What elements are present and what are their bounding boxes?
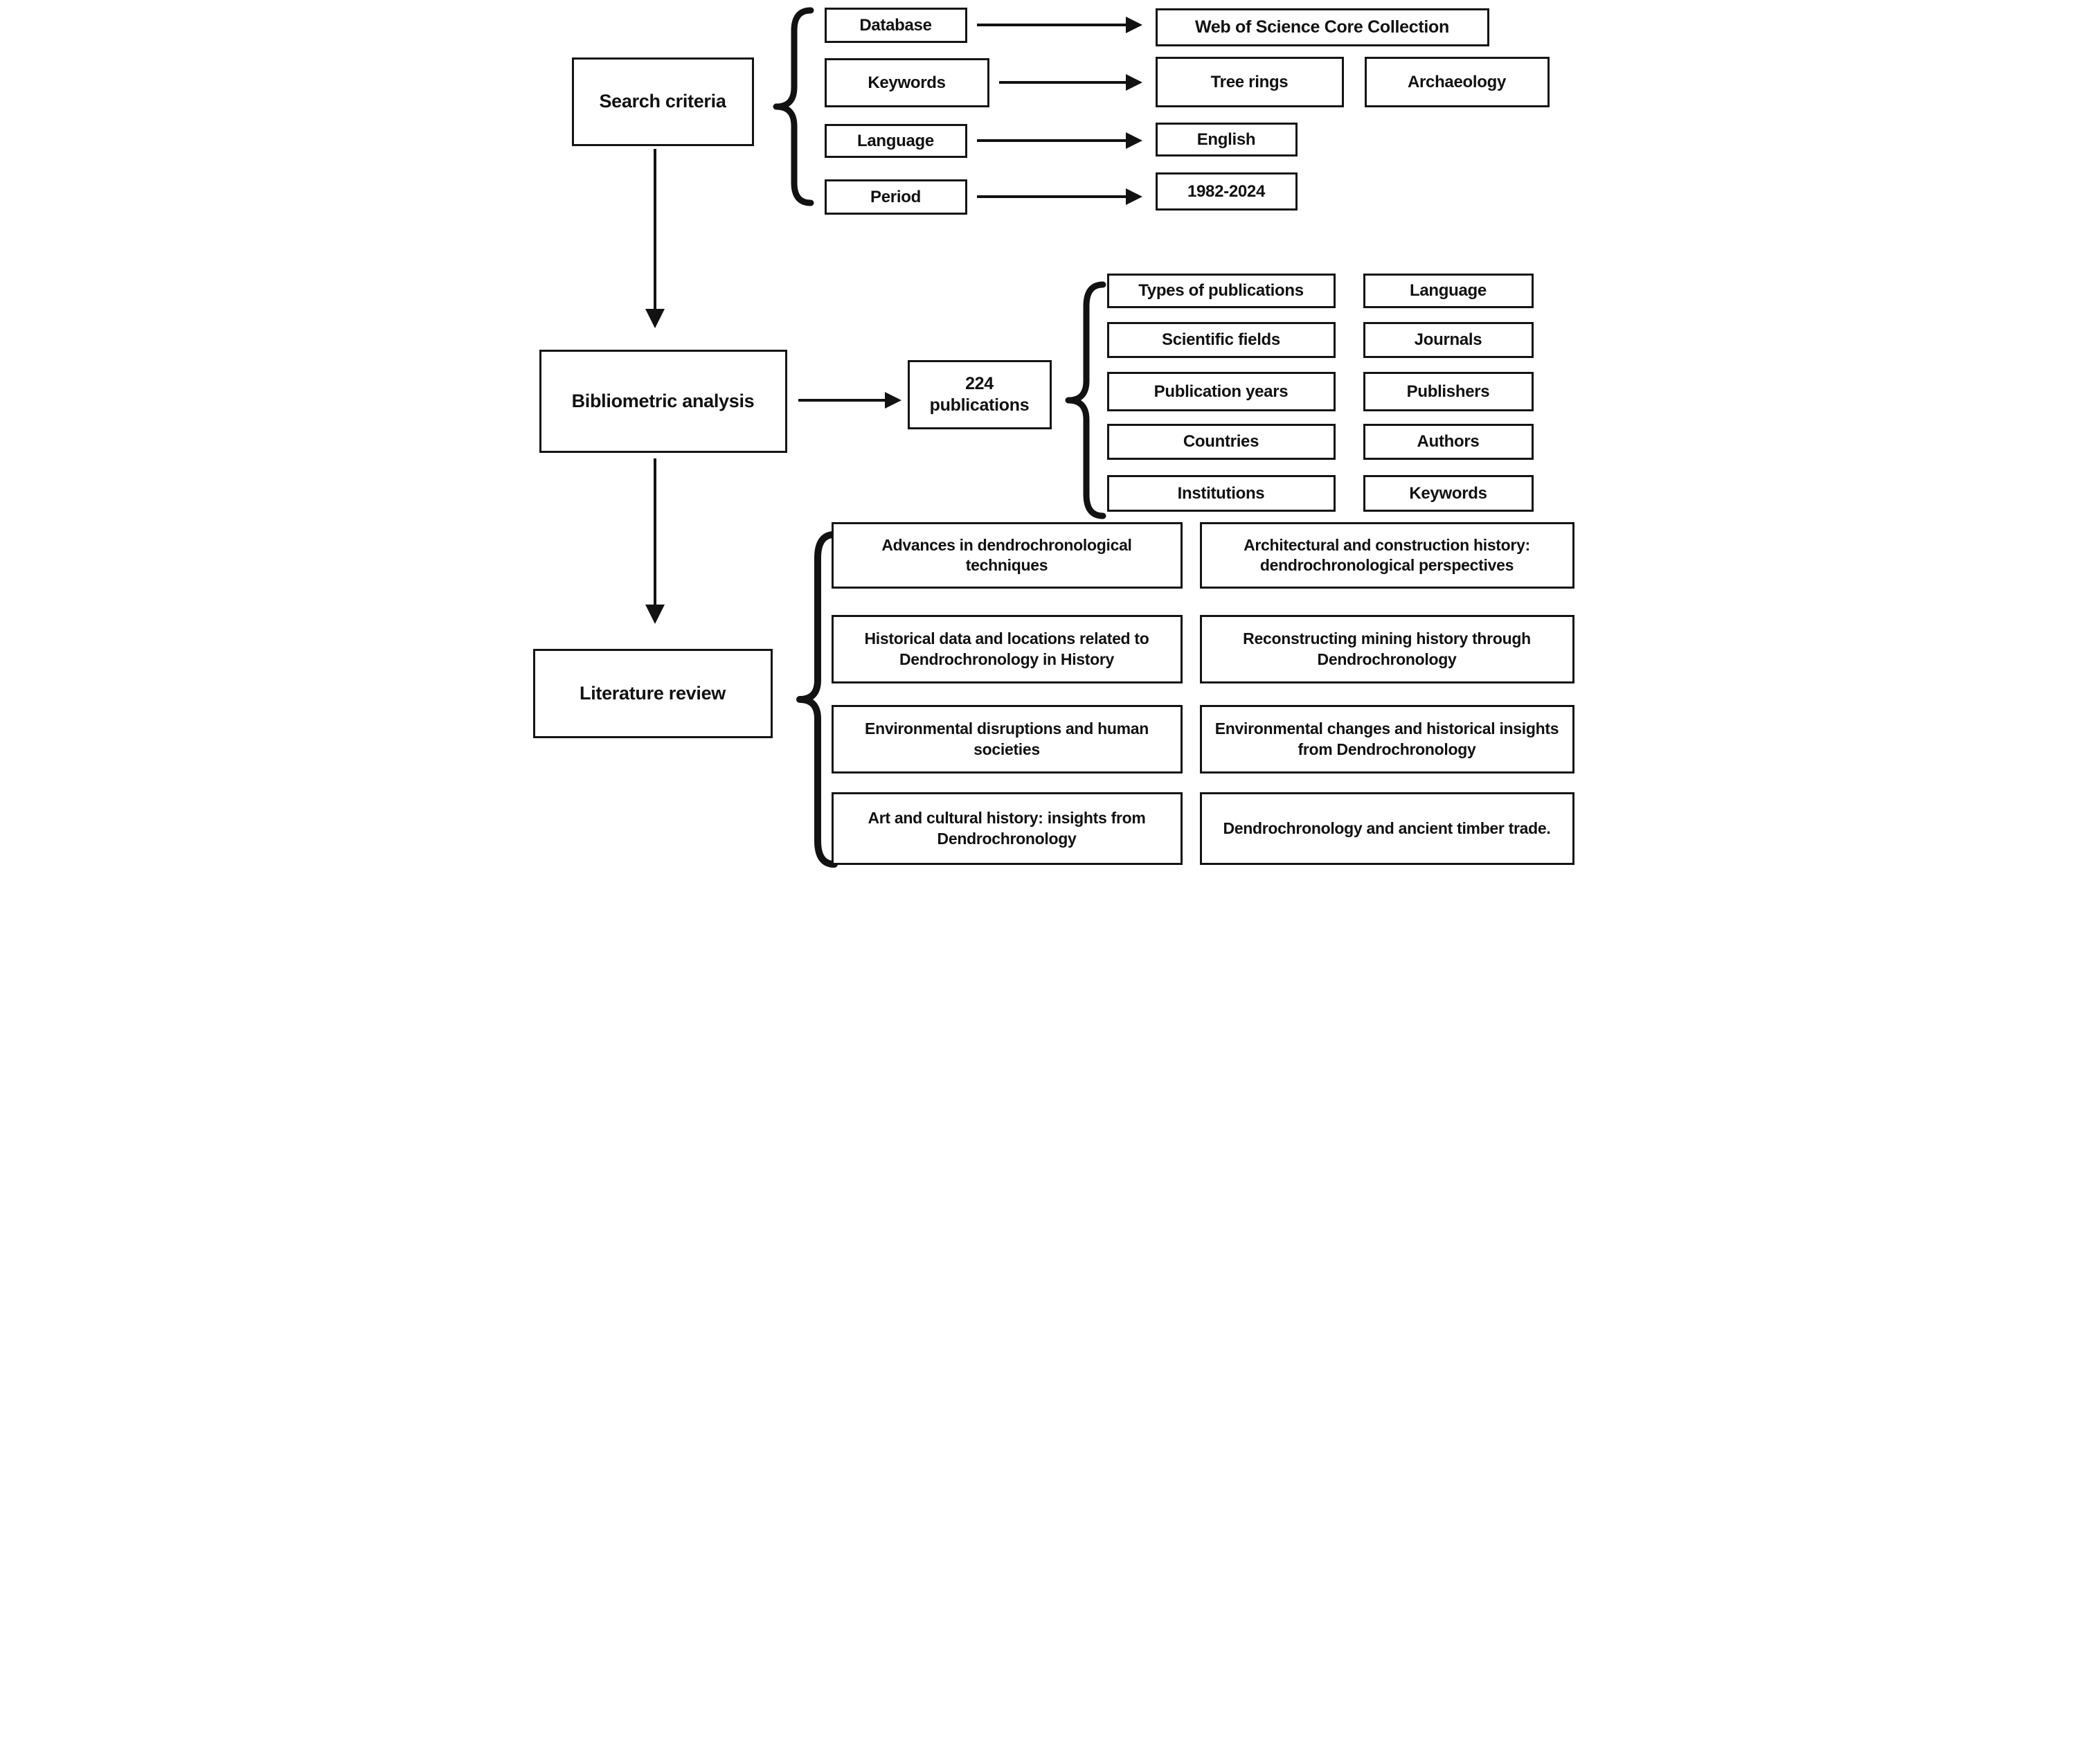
criterion-database-label: Database xyxy=(859,15,932,35)
topic-mining-history-label: Reconstructing mining history through De… xyxy=(1243,629,1531,668)
value-language-label: English xyxy=(1196,129,1256,149)
search-criteria-box: Search criteria xyxy=(571,57,754,146)
aspect-journals-label: Journals xyxy=(1414,330,1482,349)
literature-brace xyxy=(791,529,840,870)
aspect-types-of-publications-box: Types of publications xyxy=(1106,274,1336,308)
topic-mining-history-box: Reconstructing mining history through De… xyxy=(1199,615,1574,683)
search-criteria-label: Search criteria xyxy=(599,91,726,112)
literature-review-box: Literature review xyxy=(532,649,773,738)
value-keyword-tree-rings-label: Tree rings xyxy=(1210,72,1289,91)
arrow-database-to-value xyxy=(976,17,1142,33)
value-keyword-archaeology-box: Archaeology xyxy=(1364,57,1550,107)
value-period-label: 1982-2024 xyxy=(1187,181,1266,201)
topic-advances-techniques-box: Advances in dendrochronological techniqu… xyxy=(831,522,1183,589)
brace-icon xyxy=(1065,281,1106,519)
topic-environmental-disruptions-box: Environmental disruptions and human soci… xyxy=(831,705,1183,774)
criterion-keywords-box: Keywords xyxy=(824,58,989,107)
topic-advances-techniques-label: Advances in dendrochronological techniqu… xyxy=(881,535,1132,574)
value-keyword-archaeology-label: Archaeology xyxy=(1407,72,1507,91)
aspect-publication-years-box: Publication years xyxy=(1106,372,1336,411)
brace-icon xyxy=(796,531,838,868)
topic-architectural-history-box: Architectural and construction history: … xyxy=(1199,522,1574,589)
aspect-countries-box: Countries xyxy=(1106,424,1336,460)
brace-icon xyxy=(773,7,814,206)
criterion-language-label: Language xyxy=(857,131,934,150)
topic-architectural-history-label: Architectural and construction history: … xyxy=(1244,535,1530,574)
criterion-language-box: Language xyxy=(824,124,967,158)
publications-count-box: 224 publications xyxy=(907,360,1052,429)
aspect-keywords-label: Keywords xyxy=(1409,483,1487,503)
value-language-box: English xyxy=(1155,123,1298,157)
aspect-types-of-publications-label: Types of publications xyxy=(1138,281,1304,300)
aspect-scientific-fields-label: Scientific fields xyxy=(1162,330,1280,349)
arrow-language-to-value xyxy=(976,132,1142,149)
criterion-database-box: Database xyxy=(824,8,967,43)
topic-historical-data-locations-box: Historical data and locations related to… xyxy=(831,615,1183,683)
arrow-keywords-to-value xyxy=(998,74,1142,91)
value-database-label: Web of Science Core Collection xyxy=(1194,17,1449,37)
aspect-keywords-box: Keywords xyxy=(1363,475,1534,512)
aspect-publishers-box: Publishers xyxy=(1363,372,1534,411)
arrow-search-to-bibliometric xyxy=(645,149,665,328)
aspect-authors-box: Authors xyxy=(1363,424,1534,460)
arrow-bibliometric-to-literature xyxy=(645,458,665,624)
criterion-period-box: Period xyxy=(824,179,967,215)
aspect-institutions-label: Institutions xyxy=(1177,483,1265,503)
value-period-box: 1982-2024 xyxy=(1155,172,1298,211)
topic-historical-data-locations-label: Historical data and locations related to… xyxy=(864,629,1149,668)
bibliometric-analysis-box: Bibliometric analysis xyxy=(539,350,787,453)
topic-timber-trade-label: Dendrochronology and ancient timber trad… xyxy=(1223,819,1551,837)
criterion-keywords-label: Keywords xyxy=(868,73,946,92)
criterion-period-label: Period xyxy=(870,187,921,206)
aspect-authors-label: Authors xyxy=(1417,432,1480,451)
arrow-bibliometric-to-publications xyxy=(798,392,901,409)
aspect-publication-years-label: Publication years xyxy=(1154,382,1289,401)
aspect-institutions-box: Institutions xyxy=(1106,475,1336,512)
topic-environmental-changes-label: Environmental changes and historical ins… xyxy=(1214,719,1559,758)
topic-environmental-changes-box: Environmental changes and historical ins… xyxy=(1199,705,1574,774)
aspect-journals-box: Journals xyxy=(1363,322,1534,358)
aspect-scientific-fields-box: Scientific fields xyxy=(1106,322,1336,358)
value-database-box: Web of Science Core Collection xyxy=(1155,8,1489,46)
topic-timber-trade-box: Dendrochronology and ancient timber trad… xyxy=(1199,792,1574,865)
aspect-language-label: Language xyxy=(1410,281,1487,300)
aspect-countries-label: Countries xyxy=(1183,432,1259,451)
arrow-period-to-value xyxy=(976,188,1142,205)
search-brace xyxy=(768,6,816,208)
literature-review-label: Literature review xyxy=(580,682,726,704)
aspect-publishers-label: Publishers xyxy=(1406,382,1490,401)
methodology-flow-diagram: Search criteria Database Keywords Langua… xyxy=(525,0,1575,871)
aspect-language-box: Language xyxy=(1363,274,1534,308)
topic-art-cultural-history-label: Art and cultural history: insights from … xyxy=(868,809,1146,848)
value-keyword-tree-rings-box: Tree rings xyxy=(1155,57,1344,107)
topic-environmental-disruptions-label: Environmental disruptions and human soci… xyxy=(865,719,1149,758)
bibliometric-brace xyxy=(1060,280,1109,521)
topic-art-cultural-history-box: Art and cultural history: insights from … xyxy=(831,792,1183,865)
publications-count-label: 224 publications xyxy=(929,373,1030,415)
bibliometric-analysis-label: Bibliometric analysis xyxy=(571,390,755,411)
